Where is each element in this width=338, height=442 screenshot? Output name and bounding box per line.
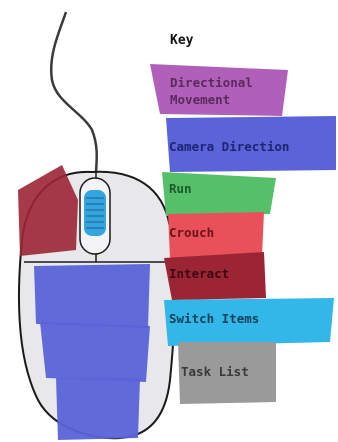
- key-title: Key: [170, 33, 193, 48]
- key-label-crouch: Crouch: [169, 224, 214, 241]
- key-label-camera-direction: Camera Direction: [169, 138, 289, 155]
- key-label-interact: Interact: [169, 265, 229, 282]
- scroll-wheel-highlight: [84, 190, 106, 236]
- key-label-directional-movement: Directional Movement: [170, 74, 253, 108]
- key-label-task-list: Task List: [181, 363, 249, 380]
- key-label-switch-items: Switch Items: [169, 310, 259, 327]
- mouse-cable: [51, 12, 97, 172]
- key-label-run: Run: [169, 180, 192, 197]
